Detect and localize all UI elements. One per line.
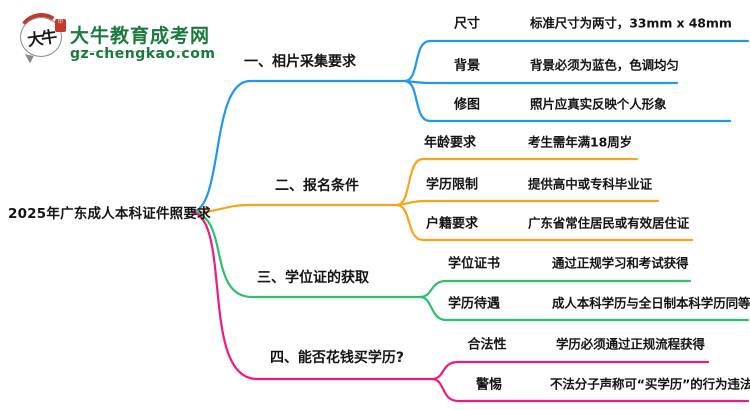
subtopic-value-legality: 学历必须通过正规流程获得: [556, 336, 705, 352]
subtopic-key-education-limit: 学历限制: [425, 177, 479, 193]
seal-stamp-icon: 印: [55, 19, 66, 32]
root-node-title: 2025年广东成人本科证件照要求: [8, 206, 211, 222]
subtopic-value-residency: 广东省常住居民或有效居住证: [528, 215, 690, 231]
branch-degree-lines: [190, 210, 750, 322]
subtopic-value-degree-treatment: 成人本科学历与全日制本科学历同等: [552, 295, 750, 311]
branch-label-degree-acquisition: 三、学位证的获取: [257, 270, 369, 286]
subtopic-key-degree-certificate: 学位证书: [447, 256, 501, 272]
subtopic-key-retouching: 修图: [453, 97, 481, 113]
branch-label-buy-diploma-question: 四、能否花钱买学历?: [269, 350, 405, 366]
branch-signup-lines: [190, 157, 694, 242]
subtopic-value-retouching: 照片应真实反映个人形象: [530, 96, 667, 112]
subtopic-value-size: 标准尺寸为两寸，33mm x 48mm: [530, 15, 732, 31]
branch-label-photo-requirements: 一、相片采集要求: [244, 54, 356, 70]
subtopic-key-size: 尺寸: [453, 16, 481, 32]
subtopic-key-vigilance: 警惕: [475, 377, 503, 393]
subtopic-value-education-limit: 提供高中或专科毕业证: [528, 176, 653, 192]
site-name: 大牛教育成考网: [70, 21, 211, 52]
subtopic-value-vigilance: 不法分子声称可“买学历”的行为违法: [550, 376, 750, 392]
subtopic-value-background: 背景必须为蓝色，色调均匀: [530, 57, 679, 73]
subtopic-value-age: 考生需年满18周岁: [528, 134, 632, 150]
brand-seal-logo: 大牛 印: [14, 9, 68, 64]
branch-buy-lines: [190, 210, 750, 403]
subtopic-key-degree-treatment: 学历待遇: [447, 296, 501, 312]
subtopic-key-background: 背景: [453, 58, 481, 74]
branch-label-signup-conditions: 二、报名条件: [275, 178, 359, 194]
subtopic-key-legality: 合法性: [467, 337, 507, 353]
subtopic-value-degree-certificate: 通过正规学习和考试获得: [552, 255, 689, 271]
subtopic-key-age: 年龄要求: [423, 135, 477, 151]
site-url: gz-chengkao.com: [70, 46, 216, 62]
branch-photo-lines: [190, 39, 750, 214]
subtopic-key-residency: 户籍要求: [425, 216, 479, 232]
